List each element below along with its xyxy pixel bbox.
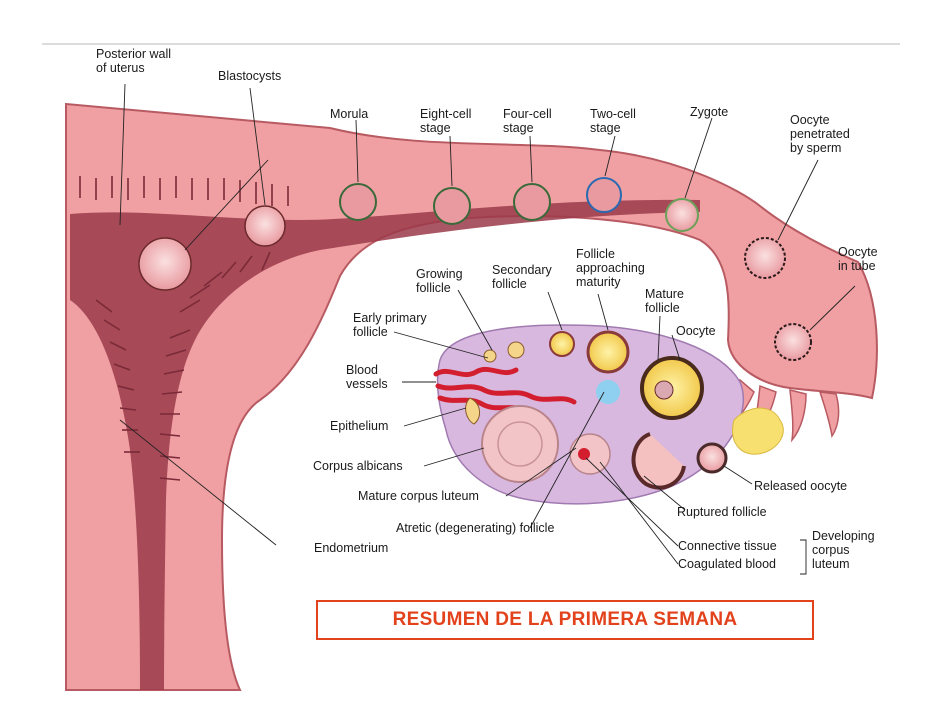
label-oocyte-penetrated-line: penetrated — [790, 127, 850, 141]
embryo-stages — [138, 177, 812, 361]
label-morula: Morula — [330, 107, 368, 121]
label-developing-corpus-luteum-line: corpus — [812, 543, 850, 557]
label-eight-cell-line: Eight-cell — [420, 107, 471, 121]
label-early-primary-line: follicle — [353, 325, 388, 339]
label-mature-corpus-luteum-line: Mature corpus luteum — [358, 489, 479, 503]
label-mature-follicle-line: Mature — [645, 287, 684, 301]
label-ruptured-follicle-line: Ruptured follicle — [677, 505, 767, 519]
label-follicle-approaching-line: approaching — [576, 261, 645, 275]
label-secondary-follicle-line: follicle — [492, 277, 527, 291]
label-epithelium-line: Epithelium — [330, 419, 388, 433]
label-blood-vessels-line: Blood — [346, 363, 378, 377]
label-follicle-approaching-line: Follicle — [576, 247, 615, 261]
label-coagulated-blood-line: Coagulated blood — [678, 557, 776, 571]
label-blastocysts: Blastocysts — [218, 69, 281, 83]
label-oocyte-in-tube-line: in tube — [838, 259, 876, 273]
label-follicle-approaching-line: maturity — [576, 275, 621, 289]
label-growing-follicle-line: follicle — [416, 281, 451, 295]
label-blastocysts-line: Blastocysts — [218, 69, 281, 83]
label-atretic: Atretic (degenerating) follicle — [396, 521, 554, 535]
label-eight-cell-line: stage — [420, 121, 451, 135]
label-posterior-wall-line: Posterior wall — [96, 47, 171, 61]
label-four-cell-line: stage — [503, 121, 534, 135]
label-growing-follicle-line: Growing — [416, 267, 463, 281]
slide-title: RESUMEN DE LA PRIMERA SEMANA — [392, 609, 738, 630]
label-released-oocyte-line: Released oocyte — [754, 479, 847, 493]
label-mature-follicle-line: follicle — [645, 301, 680, 315]
endometrial-glands — [79, 176, 289, 481]
label-oocyte: Oocyte — [676, 324, 716, 338]
title-box: RESUMEN DE LA PRIMERA SEMANA — [316, 600, 814, 640]
label-oocyte-in-tube-line: Oocyte — [838, 245, 878, 259]
label-secondary-follicle-line: Secondary — [492, 263, 553, 277]
label-released-oocyte: Released oocyte — [754, 479, 847, 493]
label-early-primary-line: Early primary — [353, 311, 427, 325]
label-two-cell-line: Two-cell — [590, 107, 636, 121]
released-oocyte-graphic — [696, 442, 728, 474]
label-corpus-albicans-line: Corpus albicans — [313, 459, 403, 473]
label-oocyte-penetrated-line: by sperm — [790, 141, 841, 155]
label-endometrium-line: Endometrium — [314, 541, 388, 555]
label-posterior-wall-line: of uterus — [96, 61, 145, 75]
label-ruptured-follicle: Ruptured follicle — [677, 505, 767, 519]
label-connective-tissue: Connective tissue — [678, 539, 777, 553]
label-epithelium: Epithelium — [330, 419, 388, 433]
label-oocyte-line: Oocyte — [676, 324, 716, 338]
label-endometrium: Endometrium — [314, 541, 388, 555]
follicles — [465, 330, 704, 490]
label-developing-corpus-luteum-line: luteum — [812, 557, 850, 571]
label-two-cell-line: stage — [590, 121, 621, 135]
label-zygote: Zygote — [690, 105, 728, 119]
leader-lines — [119, 83, 856, 575]
label-oocyte-penetrated-line: Oocyte — [790, 113, 830, 127]
label-coagulated-blood: Coagulated blood — [678, 557, 776, 571]
label-zygote-line: Zygote — [690, 105, 728, 119]
fluid-splash — [732, 407, 784, 455]
label-morula-line: Morula — [330, 107, 368, 121]
uterine-cavity — [70, 199, 700, 690]
label-four-cell-line: Four-cell — [503, 107, 552, 121]
label-corpus-albicans: Corpus albicans — [313, 459, 403, 473]
label-developing-corpus-luteum-line: Developing — [812, 529, 875, 543]
label-connective-tissue-line: Connective tissue — [678, 539, 777, 553]
label-atretic-line: Atretic (degenerating) follicle — [396, 521, 554, 535]
label-mature-corpus-luteum: Mature corpus luteum — [358, 489, 479, 503]
label-blood-vessels-line: vessels — [346, 377, 388, 391]
